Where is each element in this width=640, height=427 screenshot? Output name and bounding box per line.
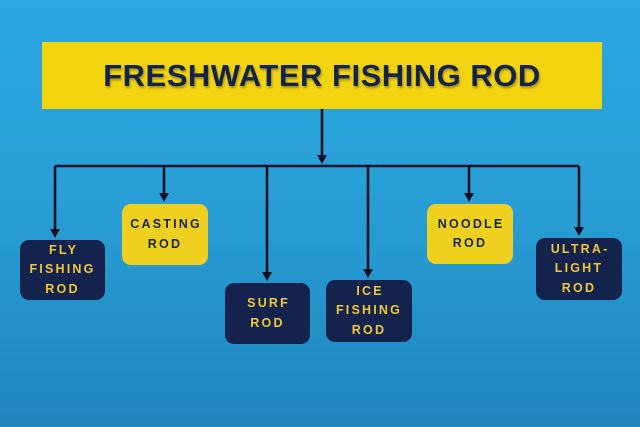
page-title: FRESHWATER FISHING ROD xyxy=(103,57,541,93)
node-ice-fishing-rod: ICE FISHING ROD xyxy=(326,280,412,342)
node-label: NOODLE ROD xyxy=(437,216,505,250)
node-fly-fishing-rod: FLY FISHING ROD xyxy=(20,240,105,300)
node-casting-rod: CASTING ROD xyxy=(122,204,208,265)
node-label: ICE FISHING ROD xyxy=(335,283,403,337)
node-label: ULTRA- LIGHT ROD xyxy=(550,241,610,295)
node-label: FLY FISHING ROD xyxy=(29,242,96,296)
node-label: SURF ROD xyxy=(247,296,290,330)
node-label: CASTING ROD xyxy=(130,217,202,251)
node-surf-rod: SURF ROD xyxy=(225,283,310,344)
node-noodle-rod: NOODLE ROD xyxy=(427,204,513,264)
root-node-freshwater-fishing-rod: FRESHWATER FISHING ROD xyxy=(42,42,602,109)
node-ultra-light-rod: ULTRA- LIGHT ROD xyxy=(536,238,622,300)
